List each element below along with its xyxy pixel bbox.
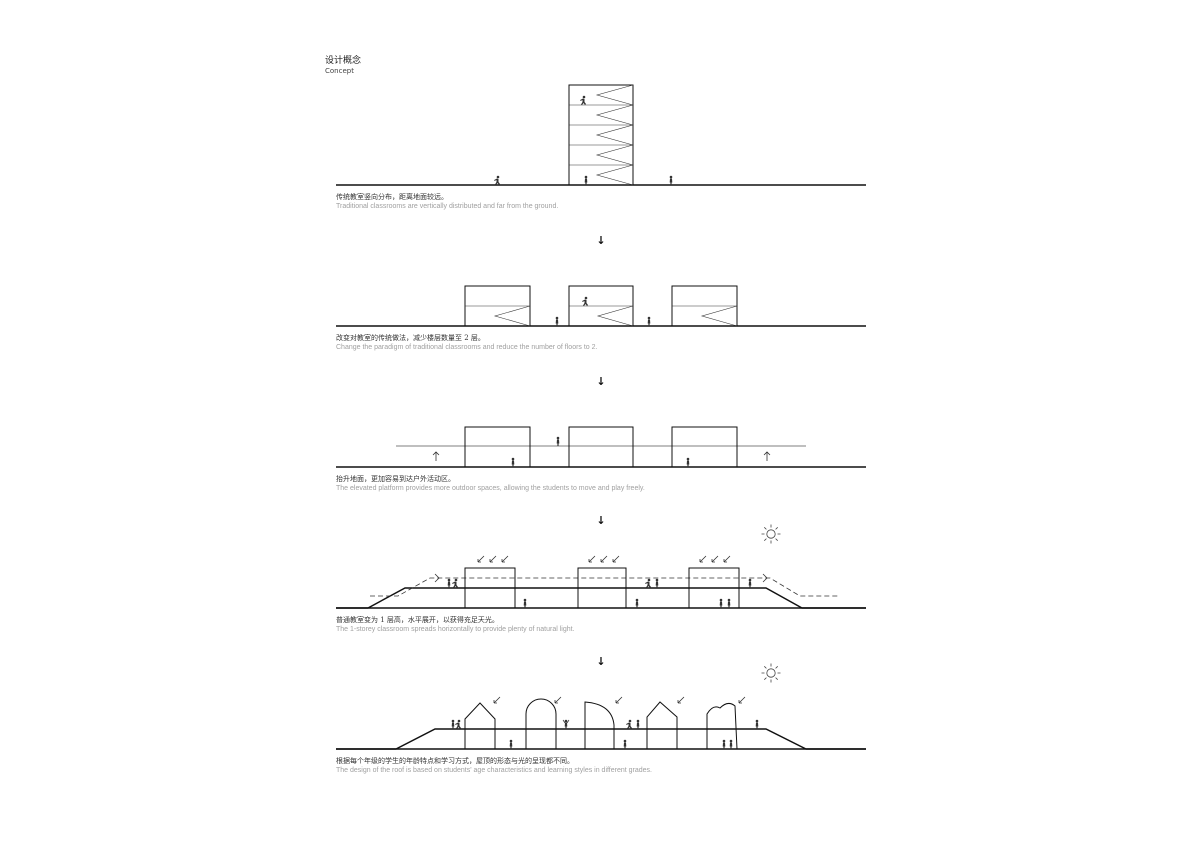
terrain-profile — [336, 587, 866, 609]
wave-roof-classroom — [706, 702, 738, 750]
person-icon — [511, 457, 515, 467]
person-icon — [755, 719, 759, 729]
person-icon — [722, 739, 726, 749]
classroom-block — [464, 567, 516, 609]
tower-building — [568, 84, 634, 186]
step4-diagram — [336, 524, 866, 609]
step1-diagram — [336, 84, 866, 186]
person-icon — [509, 739, 513, 749]
person-icon — [582, 296, 588, 306]
step2-diagram — [336, 285, 866, 327]
classroom-block — [688, 567, 740, 609]
person-icon — [555, 316, 559, 326]
step5-caption: 根据每个年级的学生的年龄特点和学习方式，屋顶的形态与光的呈现都不同。 The d… — [336, 757, 876, 776]
classroom-block — [671, 426, 738, 468]
person-icon — [655, 578, 659, 588]
down-arrow-icon: ↓ — [596, 375, 606, 388]
step4-caption: 普通教室变为 1 层高，水平展开，以获得充足天光。 The 1-storey c… — [336, 616, 876, 635]
gable-roof-classroom — [464, 702, 496, 749]
person-icon — [562, 719, 570, 730]
concept-title-en: Concept — [325, 67, 354, 75]
sun-icon — [761, 663, 781, 683]
person-icon — [623, 739, 627, 749]
step5-diagram — [336, 663, 866, 750]
pitched-roof-classroom — [646, 701, 678, 749]
caption-cn: 传统教室竖向分布，距离地面较远。 — [336, 193, 448, 201]
person-icon — [645, 578, 651, 588]
down-arrow-icon: ↓ — [596, 655, 606, 668]
person-icon — [719, 598, 723, 608]
caption-en: The elevated platform provides more outd… — [336, 485, 645, 492]
classroom-block — [568, 426, 634, 468]
caption-en: The design of the roof is based on stude… — [336, 767, 653, 774]
person-icon — [669, 175, 673, 185]
caption-cn: 根据每个年级的学生的年龄特点和学习方式，屋顶的形态与光的呈现都不同。 — [336, 757, 574, 765]
person-icon — [455, 719, 461, 729]
caption-cn: 改变对教室的传统做法，减少楼层数量至 2 层。 — [336, 334, 485, 342]
person-icon — [584, 175, 588, 185]
terrain-profile — [336, 728, 866, 750]
person-icon — [523, 598, 527, 608]
classroom-block — [464, 426, 531, 468]
light-ray-arrow-icon — [477, 555, 731, 563]
person-icon — [635, 598, 639, 608]
sun-icon — [761, 524, 781, 544]
step1-caption: 传统教室竖向分布，距离地面较远。 Traditional classrooms … — [336, 193, 876, 212]
concept-header: 设计概念 Concept — [325, 56, 361, 76]
person-icon — [494, 175, 500, 185]
caption-cn: 普通教室变为 1 层高，水平展开，以获得充足天光。 — [336, 616, 499, 624]
person-icon — [636, 719, 640, 729]
person-icon — [447, 578, 451, 588]
person-icon — [626, 719, 632, 729]
caption-en: Change the paradigm of traditional class… — [336, 344, 598, 351]
person-icon — [580, 95, 586, 105]
caption-en: The 1-storey classroom spreads horizonta… — [336, 626, 575, 633]
down-arrow-icon: ↓ — [596, 234, 606, 247]
caption-en: Traditional classrooms are vertically di… — [336, 203, 559, 210]
tower-floors — [569, 84, 634, 186]
step3-caption: 抬升地面，更加容易到达户外活动区。 The elevated platform … — [336, 475, 876, 494]
down-arrow-icon: ↓ — [596, 514, 606, 527]
person-icon — [686, 457, 690, 467]
chevron-right-icon — [762, 573, 768, 583]
person-icon — [748, 578, 752, 588]
step2-caption: 改变对教室的传统做法，减少楼层数量至 2 层。 Change the parad… — [336, 334, 876, 353]
circulation-dashed-line — [370, 577, 838, 597]
curved-roof-classroom — [584, 701, 615, 749]
person-icon — [451, 719, 455, 729]
chevron-right-icon — [434, 573, 440, 583]
concept-title-cn: 设计概念 — [325, 56, 362, 66]
person-icon — [647, 316, 651, 326]
person-icon — [452, 578, 458, 588]
person-icon — [556, 436, 560, 446]
person-icon — [729, 739, 733, 749]
classroom-block — [577, 567, 627, 609]
step3-diagram — [336, 426, 866, 468]
raise-arrow-icon — [432, 451, 771, 461]
caption-cn: 抬升地面，更加容易到达户外活动区。 — [336, 475, 455, 483]
arched-roof-classroom — [525, 698, 557, 749]
person-icon — [727, 598, 731, 608]
